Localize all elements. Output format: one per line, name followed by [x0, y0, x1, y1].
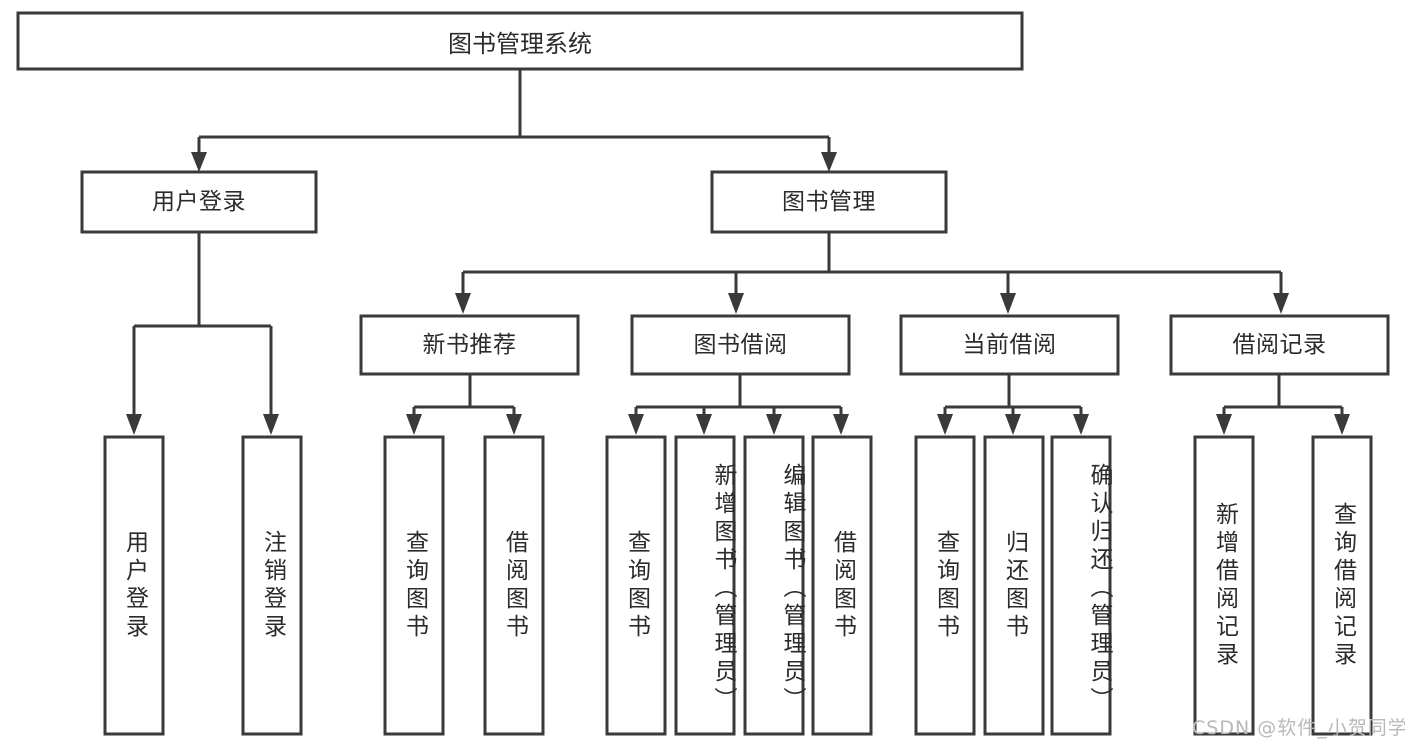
- leaf-box-nbr-1[interactable]: [383, 435, 445, 736]
- arrowhead-user-login-leaf2: [263, 414, 279, 435]
- arrowhead-bb-l2: [696, 414, 712, 435]
- arrowhead-book-mgmt-c4: [1273, 293, 1289, 314]
- leaf-box-bb-4[interactable]: [811, 435, 873, 736]
- arrowhead-book-mgmt-c1: [455, 293, 471, 314]
- arrowhead-book-mgmt-c2: [728, 293, 744, 314]
- leaf-box-bb-2[interactable]: [674, 435, 736, 736]
- node-new-book-recommend-box[interactable]: [359, 314, 580, 376]
- leaf-box-cb-3[interactable]: [1050, 435, 1112, 736]
- arrowhead-nbr-l1: [406, 414, 422, 435]
- leaf-box-bb-3[interactable]: [743, 435, 805, 736]
- csdn-watermark: CSDN @软件_小贺同学: [1192, 717, 1405, 739]
- arrowhead-book-mgmt-c3: [1000, 293, 1016, 314]
- leaf-box-user-login-1[interactable]: [103, 435, 165, 736]
- node-user-login-box[interactable]: [80, 170, 318, 234]
- arrowhead-user-login-leaf1: [126, 414, 142, 435]
- arrowhead-nbr-l2: [506, 414, 522, 435]
- leaf-box-cb-1[interactable]: [914, 435, 976, 736]
- arrowhead-cb-l1: [937, 414, 953, 435]
- node-current-borrow-box[interactable]: [899, 314, 1120, 376]
- arrowhead-bb-l1: [628, 414, 644, 435]
- arrowhead-cb-l2: [1005, 414, 1021, 435]
- arrowhead-br-l1: [1216, 414, 1232, 435]
- node-book-management-box[interactable]: [710, 170, 948, 234]
- node-borrow-record-box[interactable]: [1169, 314, 1390, 376]
- arrowhead-bb-l4: [833, 414, 849, 435]
- node-book-borrow-box[interactable]: [630, 314, 851, 376]
- arrowhead-br-l2: [1334, 414, 1350, 435]
- leaf-box-bb-1[interactable]: [605, 435, 667, 736]
- arrowhead-bb-l3: [766, 414, 782, 435]
- leaf-box-nbr-2[interactable]: [483, 435, 545, 736]
- leaf-box-br-1[interactable]: [1193, 435, 1255, 736]
- arrowhead-cb-l3: [1073, 414, 1089, 435]
- leaf-box-br-2[interactable]: [1311, 435, 1373, 736]
- leaf-box-cb-2[interactable]: [983, 435, 1045, 736]
- leaf-box-user-login-2[interactable]: [241, 435, 303, 736]
- node-root-box[interactable]: [16, 11, 1024, 71]
- arrowhead-root-to-book-mgmt: [821, 152, 837, 172]
- arrowhead-root-to-user-login: [191, 152, 207, 172]
